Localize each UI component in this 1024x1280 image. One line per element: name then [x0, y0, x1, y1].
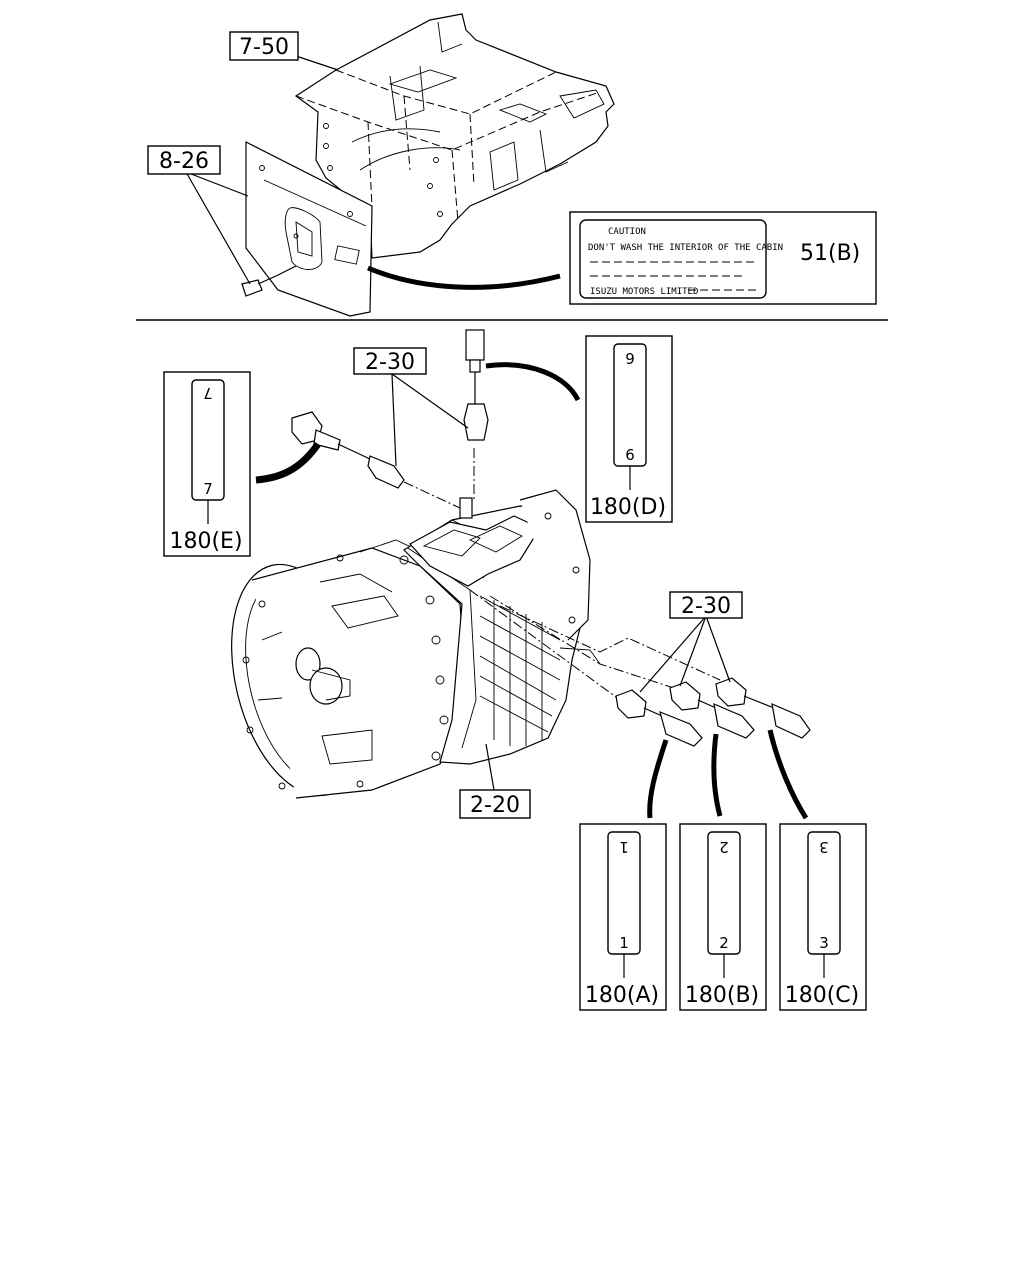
tag-180b-bottom-num: 2 [719, 934, 729, 952]
leader-7-50 [295, 55, 339, 71]
heat-insulator-panel [245, 141, 373, 317]
tag-180b-top-num: 2 [719, 838, 729, 856]
leader-2-30-right-b [679, 615, 707, 687]
tag-180a-top-num: 1 [619, 838, 629, 856]
switch-sensor-d [463, 329, 489, 441]
wire-to-180d [485, 362, 581, 402]
leader-8-26-b [185, 171, 249, 197]
leader-2-30-top-a [391, 373, 397, 467]
callout-2-30-top: 2-30 [353, 347, 427, 375]
caution-label-frame: CAUTION DON'T WASH THE INTERIOR OF THE C… [569, 211, 877, 305]
tag-180c-label: 180(C) [785, 983, 860, 1008]
centerline-c [499, 605, 721, 681]
tag-180c-bottom-num: 3 [819, 934, 829, 952]
centerline-a [469, 589, 621, 701]
callout-2-20: 2-20 [459, 789, 531, 819]
tag-180a-label: 180(A) [585, 983, 659, 1008]
callout-8-26-text: 8-26 [159, 149, 209, 174]
switch-sensor-b [669, 681, 755, 739]
tag-180d-label: 180(D) [590, 495, 666, 520]
tag-180c-top-num: 3 [819, 838, 829, 856]
tag-180c: 3 3 180(C) [779, 823, 867, 1011]
bolt [241, 275, 277, 297]
wire-to-180b [711, 733, 723, 817]
callout-2-30-top-text: 2-30 [365, 350, 415, 375]
tag-180a-bottom-num: 1 [619, 934, 629, 952]
wire-to-180a [647, 739, 669, 819]
switch-sensor-e [291, 411, 405, 489]
callout-7-50-text: 7-50 [239, 35, 289, 60]
callout-2-20-text: 2-20 [470, 793, 520, 818]
tag-180b-label: 180(B) [685, 983, 759, 1008]
switch-sensor-c [715, 677, 811, 739]
callout-7-50: 7-50 [229, 31, 299, 61]
tag-180b: 2 2 180(B) [679, 823, 767, 1011]
transmission-assembly [231, 489, 591, 799]
tag-180a: 1 1 180(A) [579, 823, 667, 1011]
tag-180d-top-num: 9 [625, 350, 635, 368]
wire-to-180c [767, 729, 809, 820]
caution-footer: ISUZU MOTORS LIMITED [590, 287, 698, 297]
leader-2-30-top-b [391, 373, 469, 429]
switch-sensor-a [615, 689, 703, 747]
wire-to-180e [255, 441, 321, 484]
centerline-left-sensor [403, 481, 461, 509]
leader-51b-curve [367, 265, 561, 290]
tag-180d-bottom-num: 6 [625, 446, 635, 464]
tag-180e-bottom-num: 7 [203, 480, 213, 498]
callout-8-26: 8-26 [147, 145, 221, 175]
leader-8-26-a [185, 171, 251, 285]
tag-180e-label: 180(E) [169, 529, 242, 554]
callout-2-30-right-text: 2-30 [681, 594, 731, 619]
caution-title: CAUTION [608, 227, 646, 237]
tag-180e: 7 7 180(E) [163, 371, 251, 557]
leader-2-20 [485, 743, 495, 791]
tag-180e-top-num: 7 [203, 384, 213, 402]
callout-51b-text: 51(B) [800, 241, 860, 266]
callout-2-30-right: 2-30 [669, 591, 743, 619]
tag-180d: 9 6 180(D) [585, 335, 673, 523]
leader-2-30-right-a [639, 615, 707, 693]
leader-2-30-right-c [705, 615, 731, 683]
caution-line-1: DON'T WASH THE INTERIOR OF THE CABIN [588, 243, 783, 253]
cab-floor-assembly [294, 13, 615, 259]
